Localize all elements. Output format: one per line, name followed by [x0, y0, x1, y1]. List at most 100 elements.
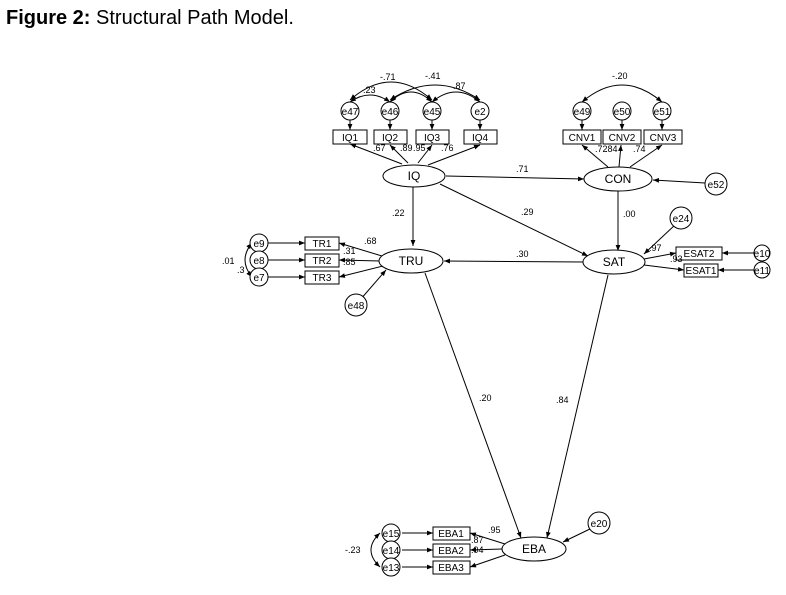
latent-eba: EBA [501, 536, 567, 562]
cov-e49-e51 [581, 84, 663, 103]
latent-sat-label: SAT [603, 255, 626, 269]
error-e9: e9 [253, 239, 265, 250]
cov-label-e15-e13: -.23 [345, 545, 361, 555]
coef-iq-tru: .22 [392, 208, 405, 218]
path-tru-eba [424, 272, 522, 539]
load-cnv3: .74 [633, 144, 646, 154]
error-e52: e52 [708, 180, 725, 191]
path-e48-tru [359, 269, 387, 301]
indicator-iq3: IQ3 [424, 133, 441, 144]
loading-coefficients: .67 .89 .95 .76 .72 .84 .74 .68 .31 .85 … [343, 143, 683, 555]
coef-tru-eba: .20 [479, 393, 492, 403]
error-e51: e51 [654, 107, 671, 118]
indicator-tr2: TR2 [313, 256, 332, 267]
indicator-cnv1: CNV1 [569, 133, 596, 144]
load-esat2: .97 [649, 243, 662, 253]
load-eba1: .95 [488, 525, 501, 535]
indicator-iq4: IQ4 [472, 133, 489, 144]
latent-tru: TRU [378, 248, 444, 274]
indicator-cnv3: CNV3 [650, 133, 677, 144]
path-iq-sat [439, 183, 589, 257]
latent-iq: IQ [382, 164, 446, 188]
latent-iq-label: IQ [408, 169, 421, 183]
observed-labels: IQ1 IQ2 IQ3 IQ4 CNV1 CNV2 CNV3 TR1 TR2 T… [313, 133, 717, 574]
indicator-iq2: IQ2 [382, 133, 399, 144]
latent-sat: SAT [582, 249, 646, 275]
path-e20-eba [562, 527, 593, 543]
cov-e46-e45 [389, 91, 433, 103]
measurement-paths [268, 120, 756, 570]
indicator-tr3: TR3 [313, 273, 332, 284]
indicator-eba2: EBA2 [438, 546, 464, 557]
indicator-esat2: ESAT2 [684, 249, 715, 260]
cov-e47-e45 [349, 81, 433, 101]
coef-iq-con: .71 [516, 164, 529, 174]
covariance-coefficients: .23 -.71 -.41 .87 -.20 .01 .3 -.23 [222, 71, 628, 555]
error-e2: e2 [474, 107, 486, 118]
figure-label: Figure 2: [6, 7, 91, 29]
cov-e15-e13 [370, 532, 381, 568]
indicator-esat1: ESAT1 [686, 266, 717, 277]
load-iq2: .89 [400, 143, 413, 153]
indicator-tr1: TR1 [313, 239, 332, 250]
load-tr3: .85 [343, 257, 356, 267]
latent-variables: IQ CON TRU SAT EBA [378, 164, 653, 562]
error-e13: e13 [383, 563, 400, 574]
load-iq3: .95 [413, 143, 426, 153]
error-e45: e45 [424, 107, 441, 118]
error-terms [249, 101, 771, 577]
path-sat-tru [443, 258, 585, 264]
error-e10: e10 [754, 249, 771, 260]
latent-con-label: CON [605, 172, 632, 186]
indicator-eba1: EBA1 [438, 529, 464, 540]
latent-eba-label: EBA [522, 542, 546, 556]
observed-indicators [304, 129, 723, 575]
path-sat-eba [546, 274, 609, 539]
coef-iq-sat: .29 [521, 207, 534, 217]
path-coefficients: .71 .22 .29 .00 .30 .20 .84 [392, 164, 636, 405]
cov-e45-e2 [431, 91, 481, 103]
error-e15: e15 [383, 529, 400, 540]
error-e14: e14 [383, 546, 400, 557]
latent-con: CON [583, 166, 653, 192]
path-e52-con [652, 177, 706, 184]
load-cnv1: .72 [595, 144, 608, 154]
error-e7: e7 [253, 273, 265, 284]
error-e46: e46 [382, 107, 399, 118]
coef-con-sat: .00 [623, 209, 636, 219]
error-labels: e47 e46 e45 e2 e49 e50 e51 e52 e9 e8 e7 … [253, 107, 770, 574]
cov-label-e46-e45: -.71 [380, 72, 396, 82]
indicator-cnv2: CNV2 [609, 133, 636, 144]
load-iq4: .76 [441, 143, 454, 153]
cov-label-e9-e7b: .3 [237, 265, 245, 275]
load-eba3: .94 [471, 545, 484, 555]
cov-e46-e2 [389, 84, 481, 101]
indicator-iq1: IQ1 [342, 133, 359, 144]
error-e20: e20 [591, 519, 608, 530]
load-eba2: .87 [471, 535, 484, 545]
load-esat1: .93 [670, 254, 683, 264]
cov-label-e49-e51: -.20 [612, 71, 628, 81]
path-iq-con [445, 175, 585, 182]
load-iq1: .67 [373, 143, 386, 153]
error-e24: e24 [673, 214, 690, 225]
covariance-arcs [244, 81, 663, 568]
cov-e47-e46 [349, 94, 391, 103]
latent-tru-label: TRU [399, 254, 424, 268]
coef-sat-tru: .30 [516, 249, 529, 259]
error-e49: e49 [574, 107, 591, 118]
structural-paths [359, 175, 706, 543]
load-tr2: .31 [343, 246, 356, 256]
load-tr1: .68 [364, 236, 377, 246]
figure-title: Structural Path Model. [96, 7, 294, 29]
figure-caption: Figure 2: Structural Path Model. [6, 4, 294, 32]
path-e24-sat [643, 223, 677, 255]
cov-label-e45-e2: -.41 [425, 71, 441, 81]
error-e50: e50 [614, 107, 631, 118]
error-e48: e48 [348, 301, 365, 312]
error-e11: e11 [754, 266, 770, 277]
coef-sat-eba: .84 [556, 395, 569, 405]
error-e47: e47 [342, 107, 359, 118]
cov-label-e45-e2b: .87 [453, 81, 466, 91]
